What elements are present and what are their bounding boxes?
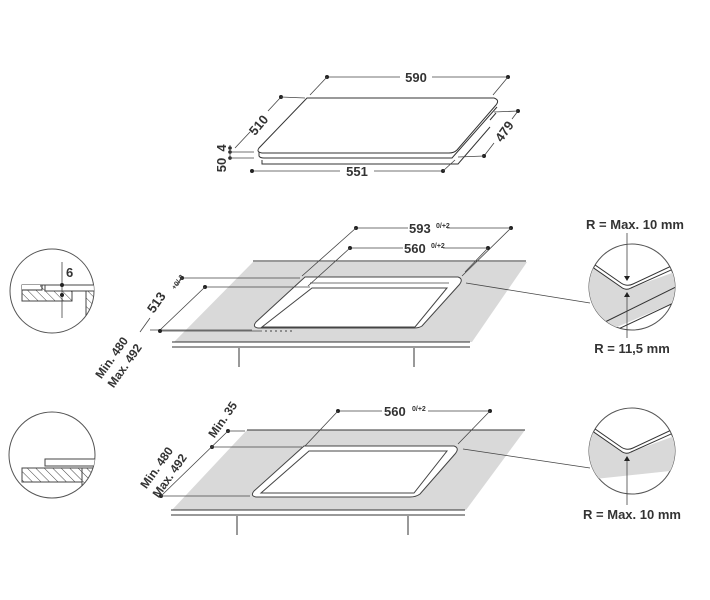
hob-drawing: 590 510 4 50 551 479 bbox=[214, 70, 520, 179]
standard-edge-detail bbox=[8, 411, 96, 499]
standard-cutout-drawing: 560 0/+2 Min. 35 Min. 480 Max. 492 bbox=[137, 399, 591, 535]
flush-step-detail: 6 bbox=[9, 248, 95, 334]
inner-width-label: 560 bbox=[404, 241, 426, 256]
hob-width-label: 590 bbox=[405, 70, 427, 85]
flush-corner-detail: R = Max. 10 mm R = 11,5 mm bbox=[586, 217, 684, 356]
corner-radius-max-label: R = Max. 10 mm bbox=[586, 217, 684, 232]
outer-width-tolerance: 0/+2 bbox=[436, 223, 450, 230]
body-height-label: 50 bbox=[214, 158, 229, 172]
outer-width-label: 593 bbox=[409, 221, 431, 236]
cutout-width-label: 560 bbox=[384, 404, 406, 419]
outer-depth-label: 513 bbox=[144, 289, 169, 315]
outer-depth-tolerance: +0/-2 bbox=[171, 274, 186, 291]
inner-width-tolerance: 0/+2 bbox=[431, 243, 445, 250]
standard-corner-detail: R = Max. 10 mm bbox=[583, 407, 681, 522]
cutout-width-tolerance: 0/+2 bbox=[412, 406, 426, 413]
hob-depth-label: 510 bbox=[246, 112, 271, 138]
body-width-label: 551 bbox=[346, 164, 368, 179]
glass-thickness-label: 4 bbox=[214, 144, 229, 152]
flush-cutout-drawing: 593 0/+2 560 0/+2 513 +0/-2 Min. 480 Max… bbox=[92, 221, 591, 390]
corner-radius-label: R = 11,5 mm bbox=[594, 341, 670, 356]
front-distance-label: Min. 35 bbox=[205, 399, 240, 441]
step-depth-label: 6 bbox=[66, 265, 73, 280]
corner-radius-label: R = Max. 10 mm bbox=[583, 507, 681, 522]
body-depth-label: 479 bbox=[492, 118, 517, 144]
